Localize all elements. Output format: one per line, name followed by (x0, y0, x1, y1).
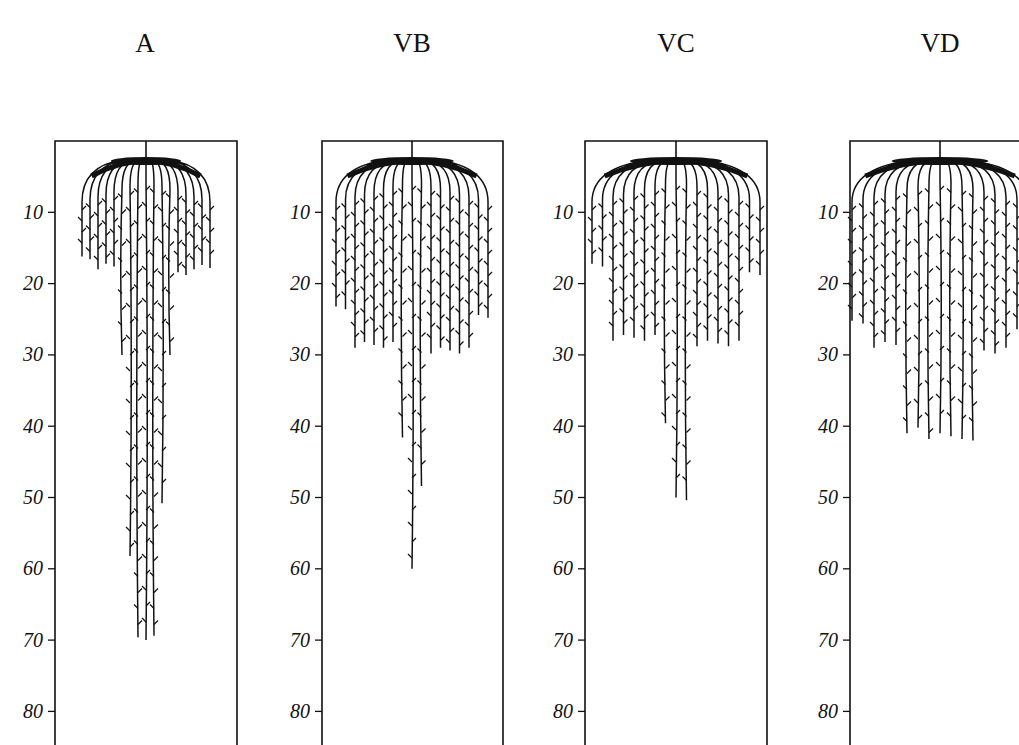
axis-tick (48, 354, 55, 355)
axis-tick (843, 568, 850, 569)
depth-label: 70 (272, 629, 310, 652)
depth-label: 70 (5, 629, 43, 652)
depth-label: 20 (272, 272, 310, 295)
depth-label: 20 (800, 272, 838, 295)
stem (675, 141, 677, 158)
root-crown (892, 157, 989, 165)
axis-tick (578, 639, 585, 640)
axis-tick (578, 711, 585, 712)
axis-tick (578, 354, 585, 355)
depth-label: 20 (535, 272, 573, 295)
depth-label: 70 (800, 629, 838, 652)
root-hairs (588, 186, 764, 481)
soil-frame (322, 141, 503, 745)
axis-tick (843, 354, 850, 355)
soil-frame (850, 141, 1019, 745)
stem (411, 141, 413, 158)
depth-label: 10 (535, 201, 573, 224)
root-hairs (848, 186, 1019, 433)
axis-tick (315, 283, 322, 284)
axis-tick (843, 212, 850, 213)
axis-tick (48, 639, 55, 640)
axis-tick (48, 283, 55, 284)
axis-tick (315, 212, 322, 213)
axis-tick (315, 639, 322, 640)
depth-label: 30 (272, 343, 310, 366)
depth-label: 20 (5, 272, 43, 295)
depth-label: 40 (5, 415, 43, 438)
depth-label: 40 (535, 415, 573, 438)
depth-label: 60 (272, 557, 310, 580)
depth-label: 50 (800, 486, 838, 509)
root-crown (111, 157, 181, 165)
axis-tick (48, 711, 55, 712)
panel-title: VB (372, 28, 452, 59)
axis-tick (48, 568, 55, 569)
panel-title: VC (636, 28, 716, 59)
depth-label: 80 (800, 700, 838, 723)
root-lines (82, 160, 210, 640)
depth-label: 50 (272, 486, 310, 509)
axis-tick (578, 212, 585, 213)
root-lines (592, 160, 760, 501)
depth-label: 50 (5, 486, 43, 509)
root-crown (630, 157, 722, 165)
axis-tick (578, 426, 585, 427)
depth-label: 30 (800, 343, 838, 366)
axis-tick (315, 354, 322, 355)
depth-label: 10 (272, 201, 310, 224)
axis-tick (315, 497, 322, 498)
axis-tick (48, 426, 55, 427)
axis-tick (578, 283, 585, 284)
axis-tick (843, 639, 850, 640)
axis-tick (843, 426, 850, 427)
depth-label: 80 (5, 700, 43, 723)
root-hairs (332, 186, 492, 558)
depth-label: 30 (5, 343, 43, 366)
depth-label: 70 (535, 629, 573, 652)
depth-label: 50 (535, 486, 573, 509)
depth-label: 80 (535, 700, 573, 723)
stem (939, 141, 941, 158)
axis-tick (843, 711, 850, 712)
axis-tick (578, 497, 585, 498)
axis-tick (843, 497, 850, 498)
panel-title: VD (900, 28, 980, 59)
depth-label: 10 (5, 201, 43, 224)
depth-label: 80 (272, 700, 310, 723)
depth-label: 60 (5, 557, 43, 580)
depth-label: 60 (535, 557, 573, 580)
axis-tick (315, 568, 322, 569)
root-crown (370, 157, 454, 165)
axis-tick (315, 711, 322, 712)
panel-title: A (105, 28, 185, 59)
depth-label: 10 (800, 201, 838, 224)
axis-tick (48, 212, 55, 213)
depth-label: 60 (800, 557, 838, 580)
depth-label: 30 (535, 343, 573, 366)
root-hairs (78, 186, 214, 625)
axis-tick (315, 426, 322, 427)
depth-label: 40 (272, 415, 310, 438)
axis-tick (48, 497, 55, 498)
soil-frame (585, 141, 767, 745)
stem (145, 141, 147, 158)
axis-tick (578, 568, 585, 569)
soil-frame (55, 141, 237, 745)
depth-label: 40 (800, 415, 838, 438)
